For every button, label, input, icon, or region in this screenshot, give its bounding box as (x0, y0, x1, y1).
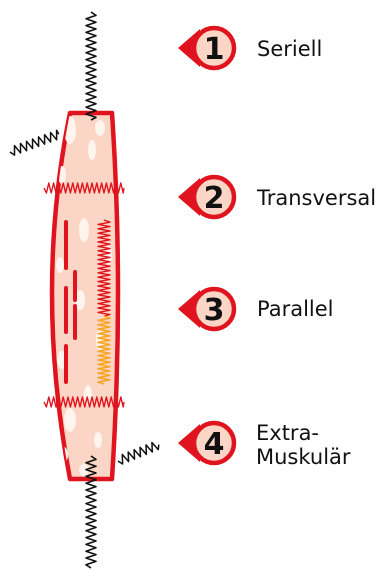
legend-label-seriell: Seriell (257, 37, 322, 61)
legend-item-3: 3 Parallel (178, 289, 334, 329)
texture-blob (56, 257, 64, 273)
extramuscular-spring-right (116, 440, 160, 465)
texture-blob (95, 120, 105, 136)
texture-blob (88, 140, 96, 160)
serial-spring-top (86, 12, 96, 120)
badge-number-1: 1 (204, 32, 225, 67)
badge-number-4: 4 (204, 427, 225, 462)
extramuscular-spring-left-coil (8, 130, 60, 156)
badge-number-3: 3 (204, 293, 225, 328)
legend-item-4: 4 Extra- Muskulär (178, 421, 351, 469)
legend-label-muskular: Muskulär (256, 445, 351, 469)
legend-label-parallel: Parallel (257, 297, 334, 321)
badge-number-2: 2 (204, 181, 225, 216)
legend-item-1: 1 Seriell (178, 28, 322, 68)
texture-blob (94, 432, 102, 448)
extramuscular-spring-left (8, 130, 60, 156)
legend-item-2: 2 Transversal (178, 177, 376, 217)
texture-blob (64, 408, 76, 432)
legend-label-extra: Extra- (256, 421, 319, 445)
extramuscular-spring-right-coil (116, 440, 160, 465)
legend-label-transversal: Transversal (256, 186, 376, 210)
texture-blob (79, 218, 89, 242)
